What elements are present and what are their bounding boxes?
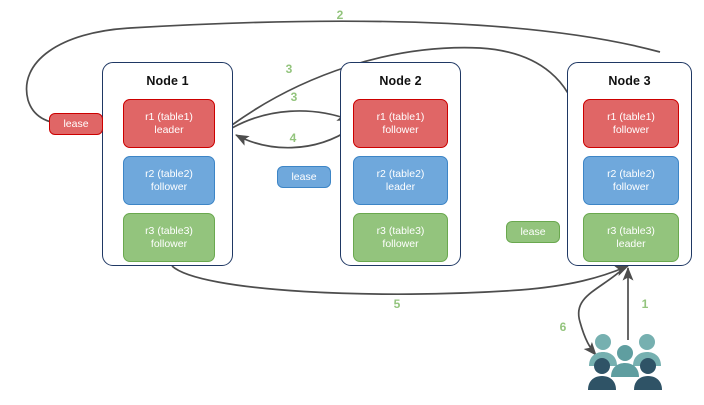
node-card-2[interactable]: Node 2 r1 (table1) follower r2 (table2) … (340, 62, 461, 266)
replica-role: follower (150, 237, 188, 250)
replica-role: follower (382, 123, 419, 136)
replica-name: r1 (table1) (145, 110, 193, 123)
step-label-3-diagonal: 3 (285, 62, 293, 76)
replica-r3[interactable]: r3 (table3) leader (583, 213, 679, 262)
node-card-3[interactable]: Node 3 r1 (table1) follower r2 (table2) … (567, 62, 692, 266)
replica-r1[interactable]: r1 (table1) follower (583, 99, 679, 148)
replica-name: r3 (table3) (607, 224, 655, 237)
replica-role: follower (612, 123, 650, 136)
step-label-2: 2 (336, 8, 344, 22)
replica-role: follower (612, 180, 650, 193)
replica-role: leader (385, 180, 416, 193)
replica-name: r1 (table1) (607, 110, 655, 123)
lease-badge-r3[interactable]: lease (506, 221, 560, 243)
node-title: Node 3 (608, 74, 651, 88)
arrow-step-4-to-node1 (235, 127, 353, 149)
replica-r2[interactable]: r2 (table2) follower (123, 156, 215, 205)
step-label-1: 1 (641, 297, 649, 311)
replica-r1[interactable]: r1 (table1) follower (353, 99, 448, 148)
replica-role: leader (154, 123, 184, 136)
node-title: Node 2 (379, 74, 422, 88)
arrow-step-2 (25, 20, 661, 130)
replica-role: follower (150, 180, 188, 193)
replica-r3[interactable]: r3 (table3) follower (123, 213, 215, 262)
replica-role: follower (382, 237, 419, 250)
replica-role: leader (616, 237, 646, 250)
people-group-icon (588, 334, 662, 390)
lease-badge-r2[interactable]: lease (277, 166, 331, 188)
replica-r2[interactable]: r2 (table2) follower (583, 156, 679, 205)
step-label-4: 4 (289, 131, 297, 145)
lease-badge-r1[interactable]: lease (49, 113, 103, 135)
replica-r3[interactable]: r3 (table3) follower (353, 213, 448, 262)
replica-name: r2 (table2) (607, 167, 655, 180)
node-title: Node 1 (146, 74, 189, 88)
replica-name: r3 (table3) (145, 224, 193, 237)
replica-name: r1 (table1) (376, 110, 425, 123)
arrow-step-3-to-node3 (231, 46, 581, 126)
replica-name: r2 (table2) (145, 167, 193, 180)
replica-name: r3 (table3) (376, 224, 425, 237)
arrow-step-6 (577, 267, 625, 356)
step-label-6: 6 (559, 320, 567, 334)
replica-r2[interactable]: r2 (table2) leader (353, 156, 448, 205)
arrow-step-3-to-node2 (231, 110, 351, 129)
replica-r1[interactable]: r1 (table1) leader (123, 99, 215, 148)
arrow-step-5 (171, 265, 629, 296)
step-label-5: 5 (393, 297, 401, 311)
replica-name: r2 (table2) (376, 167, 425, 180)
step-label-3-lens: 3 (290, 90, 298, 104)
node-card-1[interactable]: Node 1 r1 (table1) leader r2 (table2) fo… (102, 62, 233, 266)
